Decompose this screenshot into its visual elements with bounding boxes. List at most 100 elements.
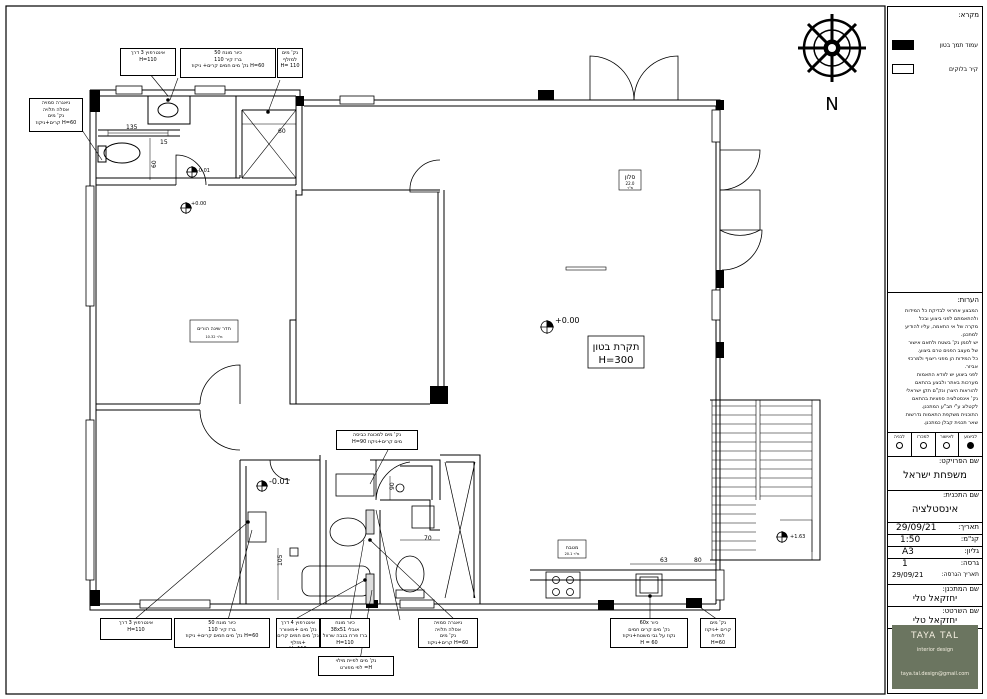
plan-section: שם התכנית: אינסטלציה	[888, 491, 982, 523]
sheet-label: גליון:	[964, 547, 979, 555]
callout-line: למזלף	[282, 56, 297, 63]
note-line: להוראות היצרן ונק"ם תקן ישראלי	[906, 388, 978, 394]
version-row: גרסה: 1 תאריך הגרסה: 29/09/21	[888, 559, 982, 585]
callout-line: נק' מים קרים חמים	[628, 626, 670, 633]
callout-line: H=60 נק' מים חמים קרים+ ניקוז	[191, 63, 265, 69]
level-texts: +0.00 +0.00 -0.01 -0.01 +1.63	[191, 168, 805, 540]
notes-title: הערות:	[957, 296, 979, 304]
callout-line: H=110	[277, 646, 319, 647]
logo-title: TAYA TAL	[910, 631, 960, 641]
legend-label-block: קיר בלוקים	[949, 65, 978, 73]
sheet-value: A3	[902, 547, 914, 557]
status-circle-icon	[895, 442, 903, 449]
callout-line: H=60 נק' מים חמים קרים+ ניקוז	[185, 633, 259, 639]
callout-line: נק' מים	[439, 633, 457, 639]
level-stair-text: +1.63	[790, 534, 805, 540]
callout-line: נק' מים לפיית מילוי	[335, 658, 377, 664]
legend-section: מקרא: עמוד תמך בטון קיר בלוקים	[888, 7, 982, 293]
staircase	[711, 399, 813, 561]
scale-row: קנ"מ: 1:50	[888, 535, 982, 547]
callout-line: כיור 60x	[639, 620, 659, 626]
version-date-label: תאריך הגרסה:	[941, 571, 979, 578]
callout-line: H=60	[710, 639, 726, 646]
note-line: כל המידות הן מפני ריצוף ולמרכזי	[907, 356, 978, 362]
dim-15: 15	[160, 139, 168, 146]
legend-item-block: קיר בלוקים	[888, 64, 982, 74]
callout-line: אובלי 38x51	[330, 626, 360, 633]
note-line: שאר תכנית קבלן כמתכנן.	[923, 420, 978, 426]
north-arrow-icon	[798, 14, 866, 82]
callout-line: ברז קיר 110	[208, 626, 236, 633]
legend-title: מקרא:	[958, 11, 979, 19]
level-wc-text: -0.01	[197, 168, 210, 174]
project-label: שם הפרויקט:	[938, 457, 979, 465]
callout-line: נק' מים +מאוורר	[279, 626, 317, 633]
logo-line1: interior design	[916, 647, 954, 653]
callout-line: אסלה תלויה	[434, 626, 462, 633]
status-cell: למכרז	[910, 433, 935, 456]
callout-line: H=110	[336, 639, 354, 646]
logo-line2: taya.tal.design@gmail.com	[900, 671, 970, 677]
scale-value: 1:50	[900, 535, 921, 545]
callout-line: כיור מונח	[335, 620, 355, 626]
doors	[175, 55, 763, 501]
wc-block	[97, 95, 297, 179]
room-salon-unit: מ"ר	[627, 186, 634, 190]
callout-line: נק' מים	[709, 620, 727, 626]
dim-60a: 60	[151, 160, 158, 168]
legend-item-concrete: עמוד תמך בטון	[888, 40, 982, 50]
plan-name: אינסטלציה	[911, 504, 959, 515]
plan-label: שם התכנית:	[942, 491, 979, 499]
callout-line: H= לפי מפורט	[339, 664, 373, 671]
room-salon-name: סלון	[625, 174, 636, 181]
date-row: תאריך: 29/09/21	[888, 523, 982, 535]
callout-line: כיור מונח 50	[214, 50, 242, 56]
sheet-frame	[5, 5, 886, 695]
note-line: אביזר.	[964, 364, 979, 370]
dim-70: 70	[424, 535, 432, 542]
scale-label: קנ"מ:	[960, 535, 979, 543]
status-label: לאישור	[940, 435, 954, 440]
dim-105: 105	[277, 554, 284, 566]
version-value: 1	[902, 559, 908, 569]
callout-line: נקוז על גבי משטח+ניקוז	[622, 633, 676, 639]
level-marker-bath	[256, 480, 268, 492]
sheet-row: גליון: A3	[888, 547, 982, 559]
date-label: תאריך:	[958, 523, 979, 531]
status-cell: לביצוע	[958, 433, 982, 456]
room-labels: סלון 22.0 מ"ר חדר שינה הורים 10.32 מ"ר מ…	[189, 169, 645, 559]
callout-line: למדיח	[711, 633, 725, 639]
dim-135: 135	[126, 124, 138, 131]
room-salon-area: 22.0	[626, 181, 635, 186]
note-line: למתכנן.	[960, 332, 978, 338]
bathroom-fixtures	[247, 473, 435, 605]
designer-label: שם המתכנן:	[942, 585, 979, 593]
callout-line: H=60 קרים+ניקוז	[427, 639, 469, 646]
callout-line: H = 60	[640, 639, 658, 646]
note-line: יש לסמן נק' בשטח ולתאם אישור	[908, 340, 978, 346]
room-kitchen-name: מטבח	[566, 545, 579, 551]
ceiling-label: תקרת בטון	[593, 342, 640, 353]
note-line: מקרה של אי התאמה, עליו להודיע	[905, 324, 978, 330]
callout-line: H=110	[127, 626, 145, 633]
level-bath-text: -0.01	[269, 477, 290, 486]
legend-label-concrete: עמוד תמך בטון	[939, 41, 978, 49]
dim-90: 90	[389, 482, 396, 490]
note-line: מערכות באתר ולבצע בהתאם	[914, 380, 978, 386]
level-marker-wc	[186, 166, 198, 178]
project-name: משפחת ישראל	[903, 470, 967, 481]
callout-line: קרים +ניקוז	[704, 626, 732, 633]
dim-63: 63	[660, 557, 668, 564]
company-logo: TAYA TAL interior design taya.tal.design…	[892, 625, 978, 689]
project-section: שם הפרויקט: משפחת ישראל	[888, 457, 982, 491]
